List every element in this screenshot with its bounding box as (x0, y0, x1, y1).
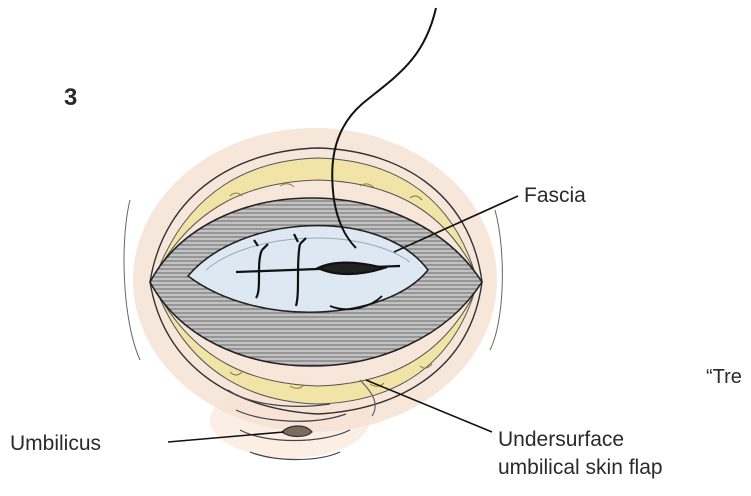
undersurface-label-line2: umbilical skin flap (498, 454, 663, 482)
undersurface-label: Undersurface umbilical skin flap (498, 426, 663, 482)
cropped-caption-text: “Tre (706, 366, 742, 389)
fascia-label: Fascia (524, 184, 586, 208)
step-number: 3 (64, 84, 77, 112)
undersurface-label-line1: Undersurface (498, 426, 663, 454)
umbilicus-label: Umbilicus (10, 432, 101, 456)
